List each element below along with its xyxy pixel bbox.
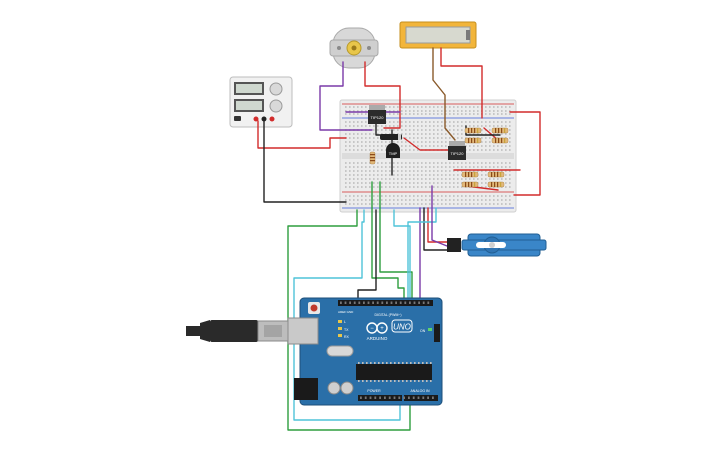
aref-label: AREF <box>338 310 346 314</box>
breadboard <box>339 99 517 213</box>
resistor <box>491 137 509 144</box>
brand-label: ARDUINO <box>367 336 388 341</box>
resistor <box>491 127 509 134</box>
transistor-1: TIP120 <box>368 105 386 124</box>
power-label: POWER <box>367 389 381 393</box>
model-label: UNO <box>393 323 411 332</box>
arduino-logo: − + <box>366 322 388 334</box>
bottom-header-pins <box>360 396 434 399</box>
transistor-1-label: TIP120 <box>371 115 385 120</box>
svg-text:−: − <box>370 326 374 332</box>
rx-label: RX <box>344 335 350 339</box>
transistor-2: TIP120 <box>448 141 466 160</box>
digital-header-pins <box>340 301 430 304</box>
wires <box>257 47 541 431</box>
tx-label: TX <box>344 328 349 332</box>
breadboard-holes <box>345 106 511 205</box>
resistors <box>369 127 509 188</box>
l-label: L <box>344 320 346 324</box>
gnd-label: GND <box>347 310 355 314</box>
usb-cable <box>186 320 289 342</box>
analog-label: ANALOG IN <box>410 389 430 393</box>
power-supply <box>229 76 293 128</box>
digital-label: DIGITAL (PWM~) <box>374 313 401 317</box>
transistor-2-label: TIP120 <box>451 151 465 156</box>
resistor <box>487 171 505 178</box>
atmega-chip-pins <box>358 362 432 382</box>
arduino-uno: DIGITAL (PWM~) AREF GND L TX RX − + ARDU… <box>287 297 443 406</box>
micro-servo <box>447 233 547 257</box>
resistor <box>464 127 482 134</box>
resistor <box>369 151 376 165</box>
temp-sensor-label: TMP <box>389 151 398 156</box>
temp-sensor: TMP <box>386 143 400 158</box>
resistor <box>461 171 479 178</box>
resistor <box>487 181 505 188</box>
on-label: ON <box>420 329 426 333</box>
diode <box>380 134 402 140</box>
resistor <box>464 137 482 144</box>
resistor <box>461 181 479 188</box>
lcd-display <box>399 21 477 49</box>
svg-text:+: + <box>380 326 384 332</box>
dc-motor <box>329 27 379 69</box>
